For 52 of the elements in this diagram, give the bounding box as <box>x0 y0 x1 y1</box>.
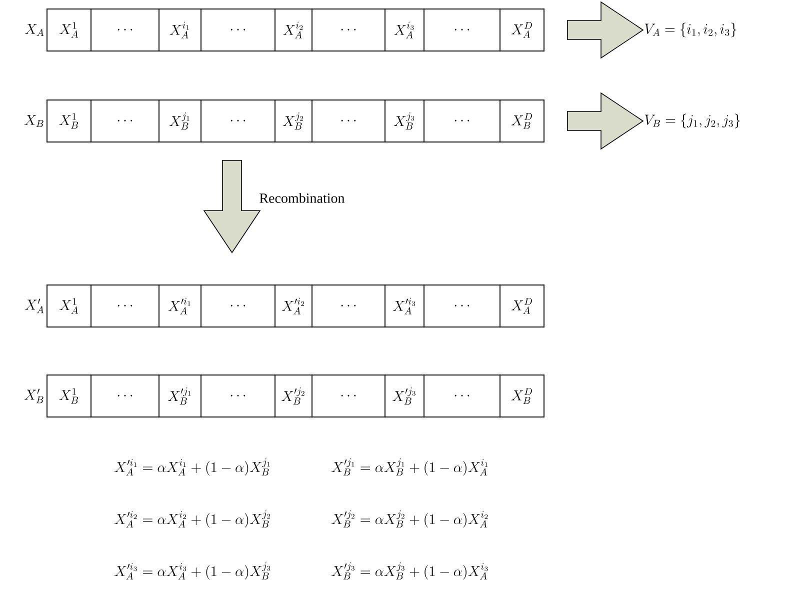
vector-cell: $\cdots$ <box>424 8 500 52</box>
vector-cell: $\cdots$ <box>200 284 276 328</box>
equation: $X_A^{\prime i_2} = \alpha X_A^{i_2} + (1-\alpha) X_B^{j_2}$ <box>114 510 270 528</box>
vector-cell: $\cdots$ <box>424 100 500 142</box>
vector-cell: $X_B^{j_3}$ <box>384 100 424 142</box>
vector-cell: $X_A^{i_3}$ <box>384 8 424 52</box>
node-label: $X'_A$ <box>25 298 44 314</box>
vector-cell: $\cdots$ <box>424 284 500 328</box>
equation: $X_B^{\prime j_2} = \alpha X_B^{j_2} + (1-\alpha) X_A^{i_2}$ <box>332 510 488 528</box>
vector-cell: $X_A^{i_2}$ <box>274 8 312 52</box>
block-arrow <box>203 160 261 254</box>
vector-cell: $X_B^1$ <box>46 100 92 142</box>
vector-cell: $\cdots$ <box>312 284 386 328</box>
vector-cell: $X_A^D$ <box>500 8 544 52</box>
vector-cell: $X_A^{\prime i_3}$ <box>384 284 424 328</box>
vector-cell: $\cdots$ <box>200 100 276 142</box>
equation: $X_A^{\prime i_1} = \alpha X_A^{i_1} + (1-\alpha) X_B^{j_1}$ <box>114 458 270 476</box>
vector-cell: $X_B^{\prime j_1}$ <box>158 374 202 418</box>
vector-cell: $X_B^D$ <box>500 100 544 142</box>
equation: $X_A^{\prime i_3} = \alpha X_A^{i_3} + (1-\alpha) X_B^{j_3}$ <box>114 562 270 580</box>
vector-cell: $X_B^{\prime j_2}$ <box>274 374 312 418</box>
equation: $X_B^{\prime j_1} = \alpha X_B^{j_1} + (1-\alpha) X_A^{i_1}$ <box>332 458 488 476</box>
vector-cell: $\cdots$ <box>90 374 160 418</box>
set-formula: $V_B = \{j_1, j_2, j_3\}$ <box>645 114 740 128</box>
vector-cell: $\cdots$ <box>200 8 276 52</box>
vector-cell: $X_A^{\prime i_2}$ <box>274 284 312 328</box>
vector-cell: $X_B^{j_2}$ <box>274 100 312 142</box>
vector-cell: $\cdots$ <box>424 374 500 418</box>
vector-cell: $X_A^1$ <box>46 284 92 328</box>
node-label: $X_A$ <box>25 24 44 36</box>
vector-cell: $X_A^{i_1}$ <box>158 8 202 52</box>
node-label: $X_B$ <box>24 115 44 127</box>
vector-cell: $X_B^{j_1}$ <box>158 100 202 142</box>
vector-cell: $X_B^D$ <box>500 374 544 418</box>
block-arrow <box>567 92 644 150</box>
vector-cell: $\cdots$ <box>200 374 276 418</box>
vector-cell: $X_A^D$ <box>500 284 544 328</box>
vector-cell: $X_B^1$ <box>46 374 92 418</box>
edge-label: Recombination <box>260 193 345 203</box>
block-arrow <box>567 1 644 59</box>
vector-cell: $\cdots$ <box>90 284 160 328</box>
node-label: $X'_B$ <box>24 388 44 404</box>
vector-cell: $X_A^{\prime i_1}$ <box>158 284 202 328</box>
vector-cell: $X_A^1$ <box>46 8 92 52</box>
vector-cell: $\cdots$ <box>312 374 386 418</box>
vector-cell: $\cdots$ <box>312 8 386 52</box>
vector-cell: $X_B^{\prime j_3}$ <box>384 374 424 418</box>
vector-cell: $\cdots$ <box>312 100 386 142</box>
vector-cell: $\cdots$ <box>90 100 160 142</box>
equation: $X_B^{\prime j_3} = \alpha X_B^{j_3} + (1-\alpha) X_A^{i_3}$ <box>332 562 488 580</box>
vector-cell: $\cdots$ <box>90 8 160 52</box>
set-formula: $V_A = \{i_1, i_2, i_3\}$ <box>645 22 736 38</box>
